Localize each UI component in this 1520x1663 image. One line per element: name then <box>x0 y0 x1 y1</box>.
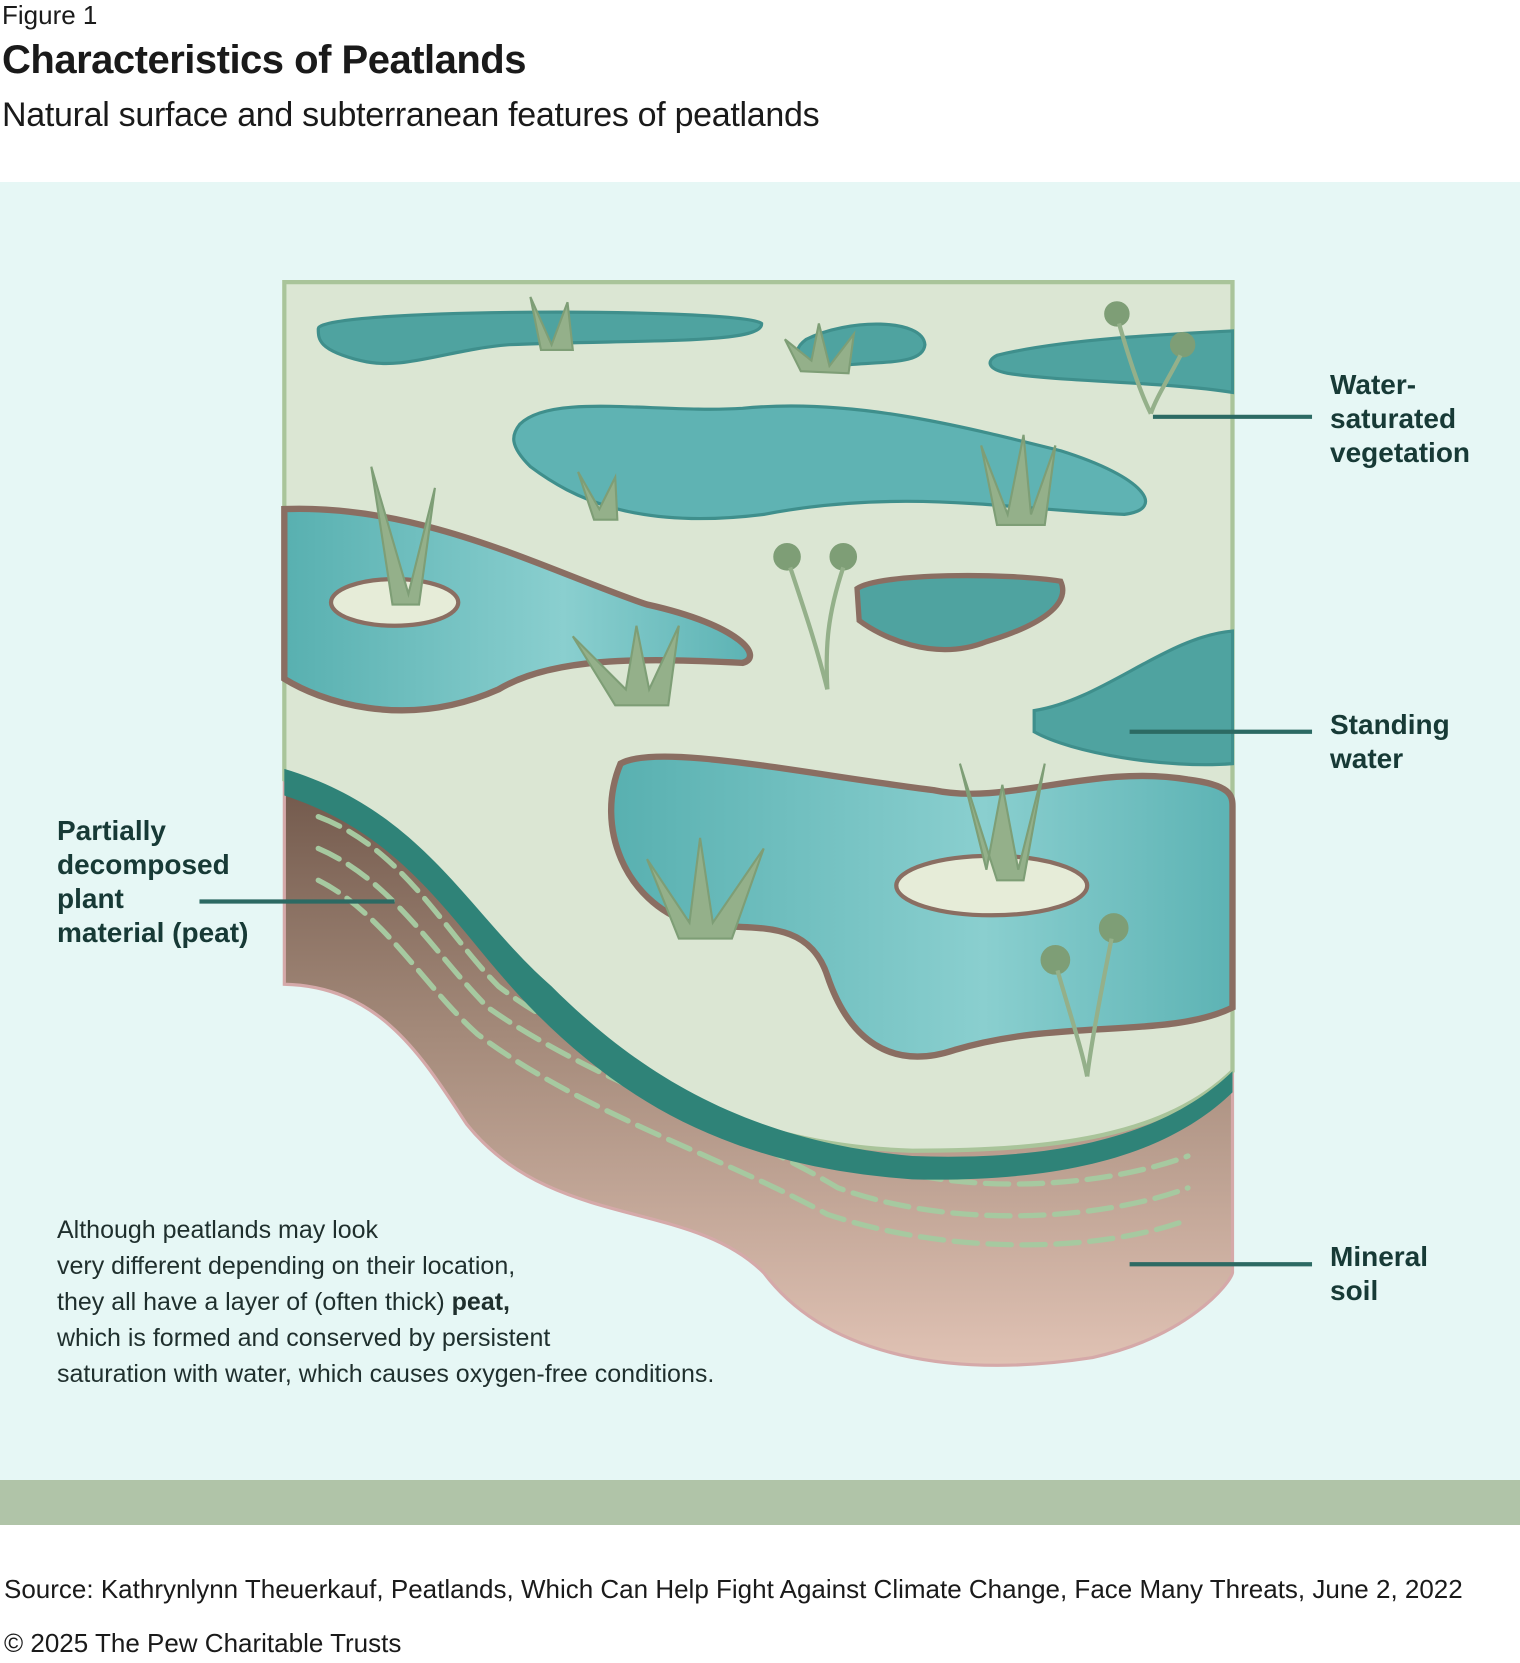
description-line: Although peatlands may look <box>57 1216 379 1244</box>
description-line: very different depending on their locati… <box>57 1252 516 1280</box>
leader-lines <box>199 414 1313 1267</box>
label-peat: Partially decomposed plant material (pea… <box>57 814 248 950</box>
label-line: water <box>1330 743 1404 774</box>
label-line: plant <box>57 883 124 914</box>
divider-band <box>0 1480 1520 1525</box>
description-line: they all have a layer of (often thick) p… <box>57 1284 714 1320</box>
figure-label: Figure 1 <box>2 0 98 30</box>
label-line: Standing <box>1330 709 1450 740</box>
label-line: vegetation <box>1330 437 1471 468</box>
surface-edge-band <box>284 768 1233 1180</box>
plants <box>370 296 1196 975</box>
label-standing-water: Standing water <box>1330 708 1450 776</box>
description-text: they all have a layer of (often thick) <box>57 1288 452 1316</box>
figure-subtitle: Natural surface and subterranean feature… <box>2 96 820 134</box>
label-line: Mineral <box>1330 1241 1429 1272</box>
label-line: material (peat) <box>57 917 249 948</box>
label-line: soil <box>1330 1275 1379 1306</box>
description-paragraph: Although peatlands may look very differe… <box>57 1212 714 1392</box>
label-line: Partially <box>57 815 166 846</box>
label-mineral-soil: Mineral soil <box>1330 1240 1428 1308</box>
description-line: which is formed and conserved by persist… <box>57 1324 551 1352</box>
figure-title: Characteristics of Peatlands <box>2 38 527 82</box>
copyright: © 2025 The Pew Charitable Trusts <box>4 1628 402 1658</box>
source-note: Source: Kathrynlynn Theuerkauf, Peatland… <box>4 1574 1463 1604</box>
description-line: saturation with water, which causes oxyg… <box>57 1360 715 1388</box>
label-line: Water- <box>1330 369 1417 400</box>
label-line: decomposed <box>57 849 230 880</box>
label-water-saturated-vegetation: Water- saturated vegetation <box>1330 368 1470 470</box>
description-bold-word: peat, <box>451 1288 511 1316</box>
label-line: saturated <box>1330 403 1457 434</box>
